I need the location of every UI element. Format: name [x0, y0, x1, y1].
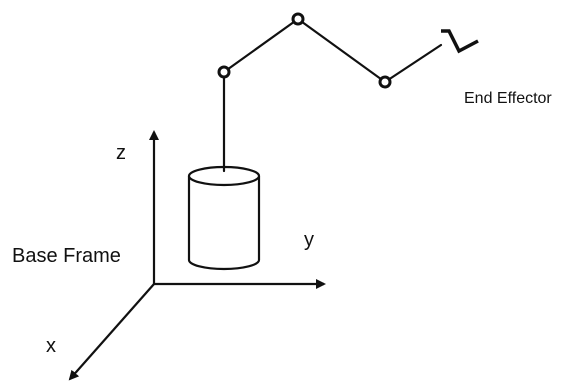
base-frame-label: Base Frame	[12, 245, 121, 267]
robot-arm-links	[222, 17, 443, 173]
cylinder-body	[187, 176, 261, 271]
arm-link-2	[222, 17, 300, 74]
joint-1	[217, 65, 231, 79]
joint-3	[378, 75, 392, 89]
y-axis-label: y	[304, 229, 314, 251]
base-frame-axes	[68, 130, 326, 381]
z-axis-label: z	[116, 142, 126, 164]
end-effector-gripper	[441, 29, 479, 54]
x-axis-arrow	[68, 283, 155, 381]
arm-link-3	[296, 17, 387, 84]
joint-2	[291, 12, 305, 26]
end-effector-label: End Effector	[464, 90, 552, 107]
robot-arm-joints	[217, 12, 392, 89]
arm-link-4	[383, 43, 443, 84]
x-axis-label: x	[46, 335, 56, 357]
robot-base-cylinder	[187, 165, 261, 271]
